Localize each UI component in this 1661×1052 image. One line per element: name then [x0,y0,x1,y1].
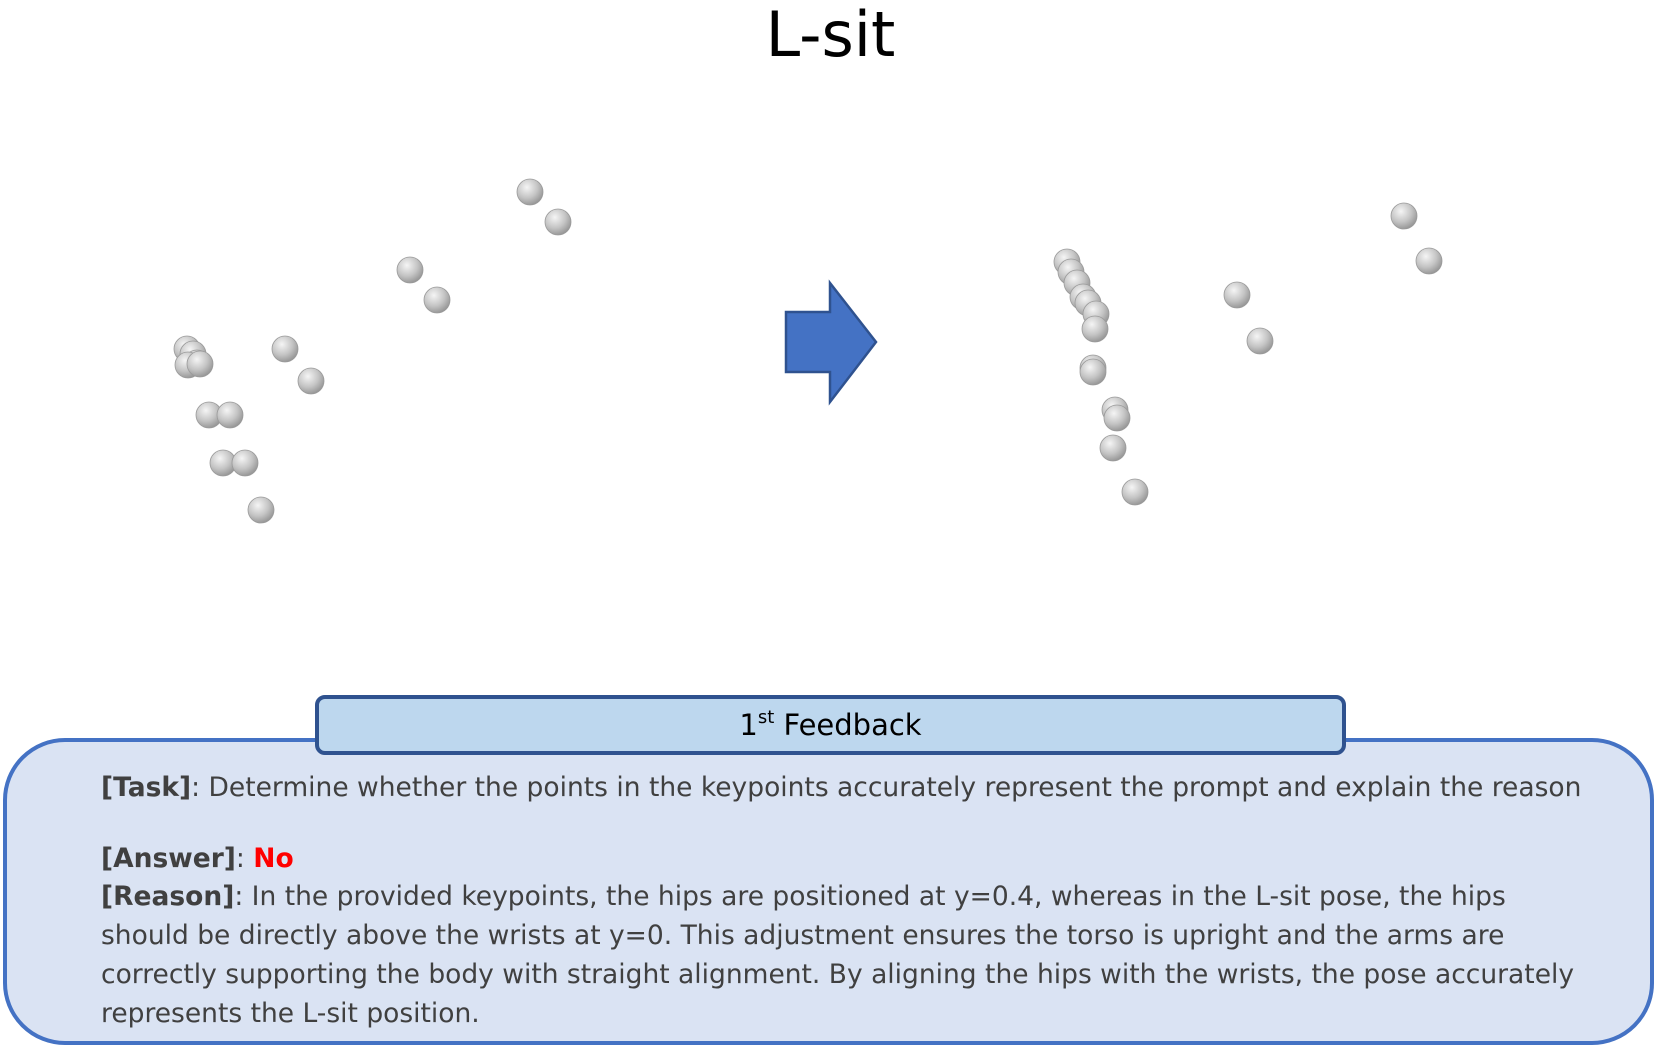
feedback-header-number: 1 [739,708,758,742]
corrected-keypoint-3 [1223,281,1251,309]
original-keypoint-15 [231,449,259,477]
feedback-panel [3,738,1654,1045]
corrected-keypoint-2 [1415,247,1443,275]
diagram-title: L-sit [765,0,896,71]
corrected-keypoint-11 [1081,315,1109,343]
corrected-keypoint-4 [1246,327,1274,355]
reason-block: [Reason]: In the provided keypoints, the… [101,877,1581,1033]
original-keypoints [173,178,572,524]
task-label: [Task] [101,772,192,803]
answer-label: [Answer] [101,843,236,874]
answer-line: [Answer]: No [101,839,1581,879]
corrected-keypoints [1053,202,1443,506]
reason-text: : In the provided keypoints, the hips ar… [101,881,1575,1029]
original-keypoint-3 [396,256,424,284]
corrected-keypoint-15 [1103,404,1131,432]
transform-arrow [784,279,878,406]
original-keypoint-10 [271,335,299,363]
reason-label: [Reason] [101,881,235,912]
corrected-keypoint-13 [1079,358,1107,386]
original-keypoint-11 [297,367,325,395]
original-keypoint-9 [186,350,214,378]
task-line: [Task]: Determine whether the points in … [101,768,1581,808]
feedback-header: 1st Feedback [315,695,1346,755]
corrected-keypoint-1 [1390,202,1418,230]
answer-separator: : [235,843,254,874]
task-text: : Determine whether the points in the ke… [191,772,1582,803]
corrected-keypoint-17 [1121,478,1149,506]
feedback-header-suffix: st [757,707,775,728]
feedback-header-label: Feedback [774,708,922,742]
original-keypoint-4 [423,286,451,314]
original-keypoint-1 [516,178,544,206]
corrected-keypoint-16 [1099,434,1127,462]
original-keypoint-13 [216,401,244,429]
original-keypoint-16 [247,496,275,524]
answer-value: No [253,843,294,874]
original-keypoint-2 [544,208,572,236]
